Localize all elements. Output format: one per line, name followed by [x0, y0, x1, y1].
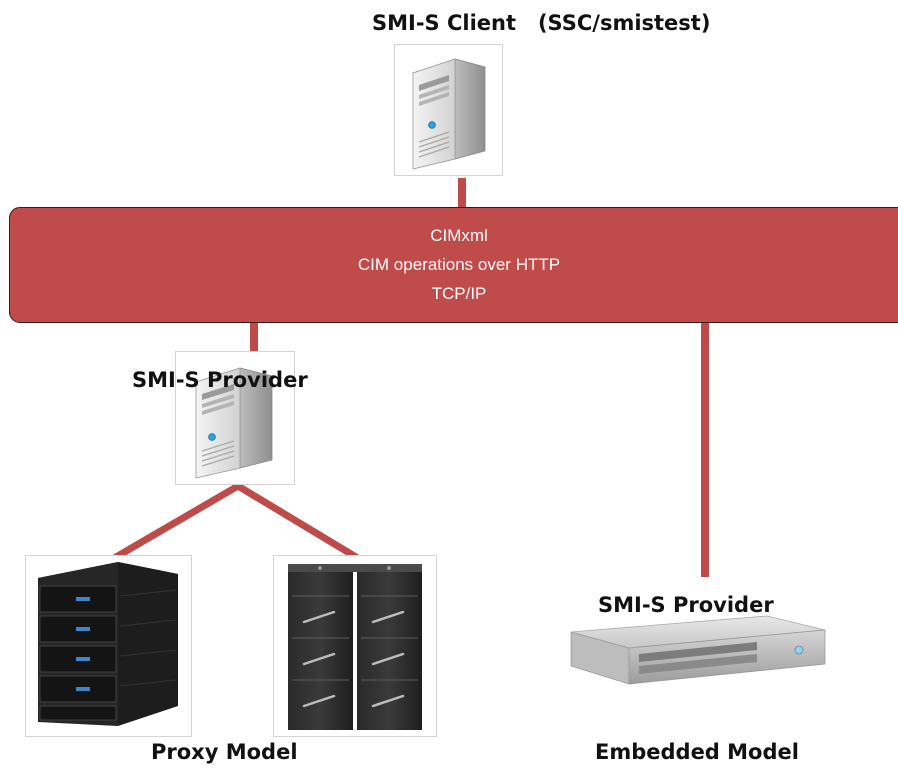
- storage-cabinet-icon: [288, 564, 422, 730]
- provider-to-array1-line: [112, 482, 242, 561]
- storage-array-2-frame: [273, 555, 437, 737]
- client-bus-connector: [458, 178, 466, 210]
- server-tower-icon: [411, 58, 487, 170]
- bus-embedded-provider-connector: [701, 321, 709, 577]
- provider-to-array2-line: [234, 482, 360, 561]
- proxy-provider-server-frame: [175, 351, 295, 485]
- client-server-frame: [394, 44, 503, 176]
- bus-line-cim-operations: CIM operations over HTTP: [357, 255, 561, 274]
- proxy-model-label: Proxy Model: [151, 740, 298, 764]
- server-tower-icon: [194, 367, 274, 479]
- bus-line-cimxml: CIMxml: [430, 226, 488, 245]
- bus-line-tcpip: TCP/IP: [431, 284, 487, 303]
- storage-array-1-frame: [25, 555, 192, 737]
- embedded-model-label: Embedded Model: [595, 740, 799, 764]
- storage-array-icon: [38, 562, 178, 726]
- cim-bus: CIMxml CIM operations over HTTP TCP/IP: [9, 207, 898, 323]
- embedded-provider-server: [567, 592, 826, 688]
- proxy-provider-label: SMI-S Provider: [132, 368, 308, 392]
- bus-proxy-provider-connector: [250, 321, 258, 353]
- embedded-provider-label: SMI-S Provider: [598, 593, 774, 617]
- rack-server-icon: [570, 615, 826, 685]
- client-label: SMI-S Client (SSC/smistest): [372, 11, 711, 35]
